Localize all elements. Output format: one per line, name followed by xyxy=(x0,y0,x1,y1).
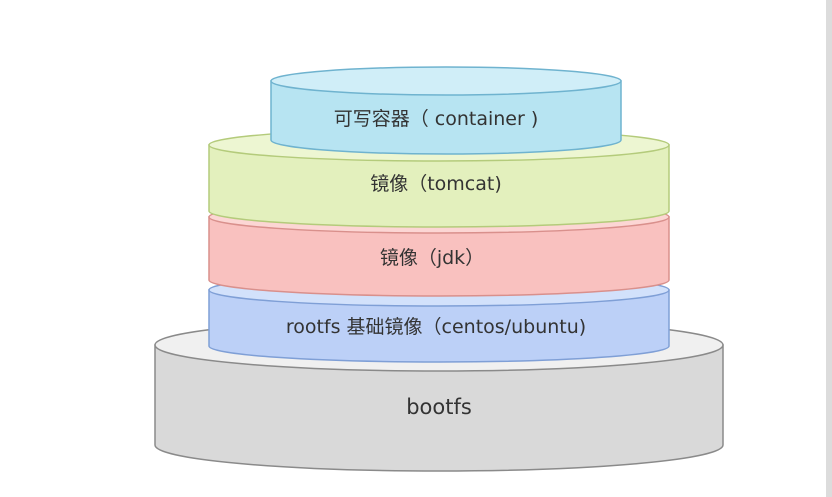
container-label: 可写容器（ container ) xyxy=(334,108,539,130)
bootfs-label: bootfs xyxy=(406,395,472,419)
rootfs-body xyxy=(208,289,670,363)
tomcat-label: 镜像（tomcat) xyxy=(370,173,502,195)
jdk-label: 镜像（jdk） xyxy=(380,247,484,269)
container-top xyxy=(270,66,622,96)
jdk-body xyxy=(208,216,670,297)
tomcat-body xyxy=(208,144,670,228)
bootfs-body xyxy=(154,344,724,472)
container-body xyxy=(270,80,622,155)
container-layer: 可写容器（ container ) xyxy=(270,66,622,155)
right-edge-strip xyxy=(826,0,832,497)
rootfs-label: rootfs 基础镜像（centos/ubuntu) xyxy=(286,316,586,338)
